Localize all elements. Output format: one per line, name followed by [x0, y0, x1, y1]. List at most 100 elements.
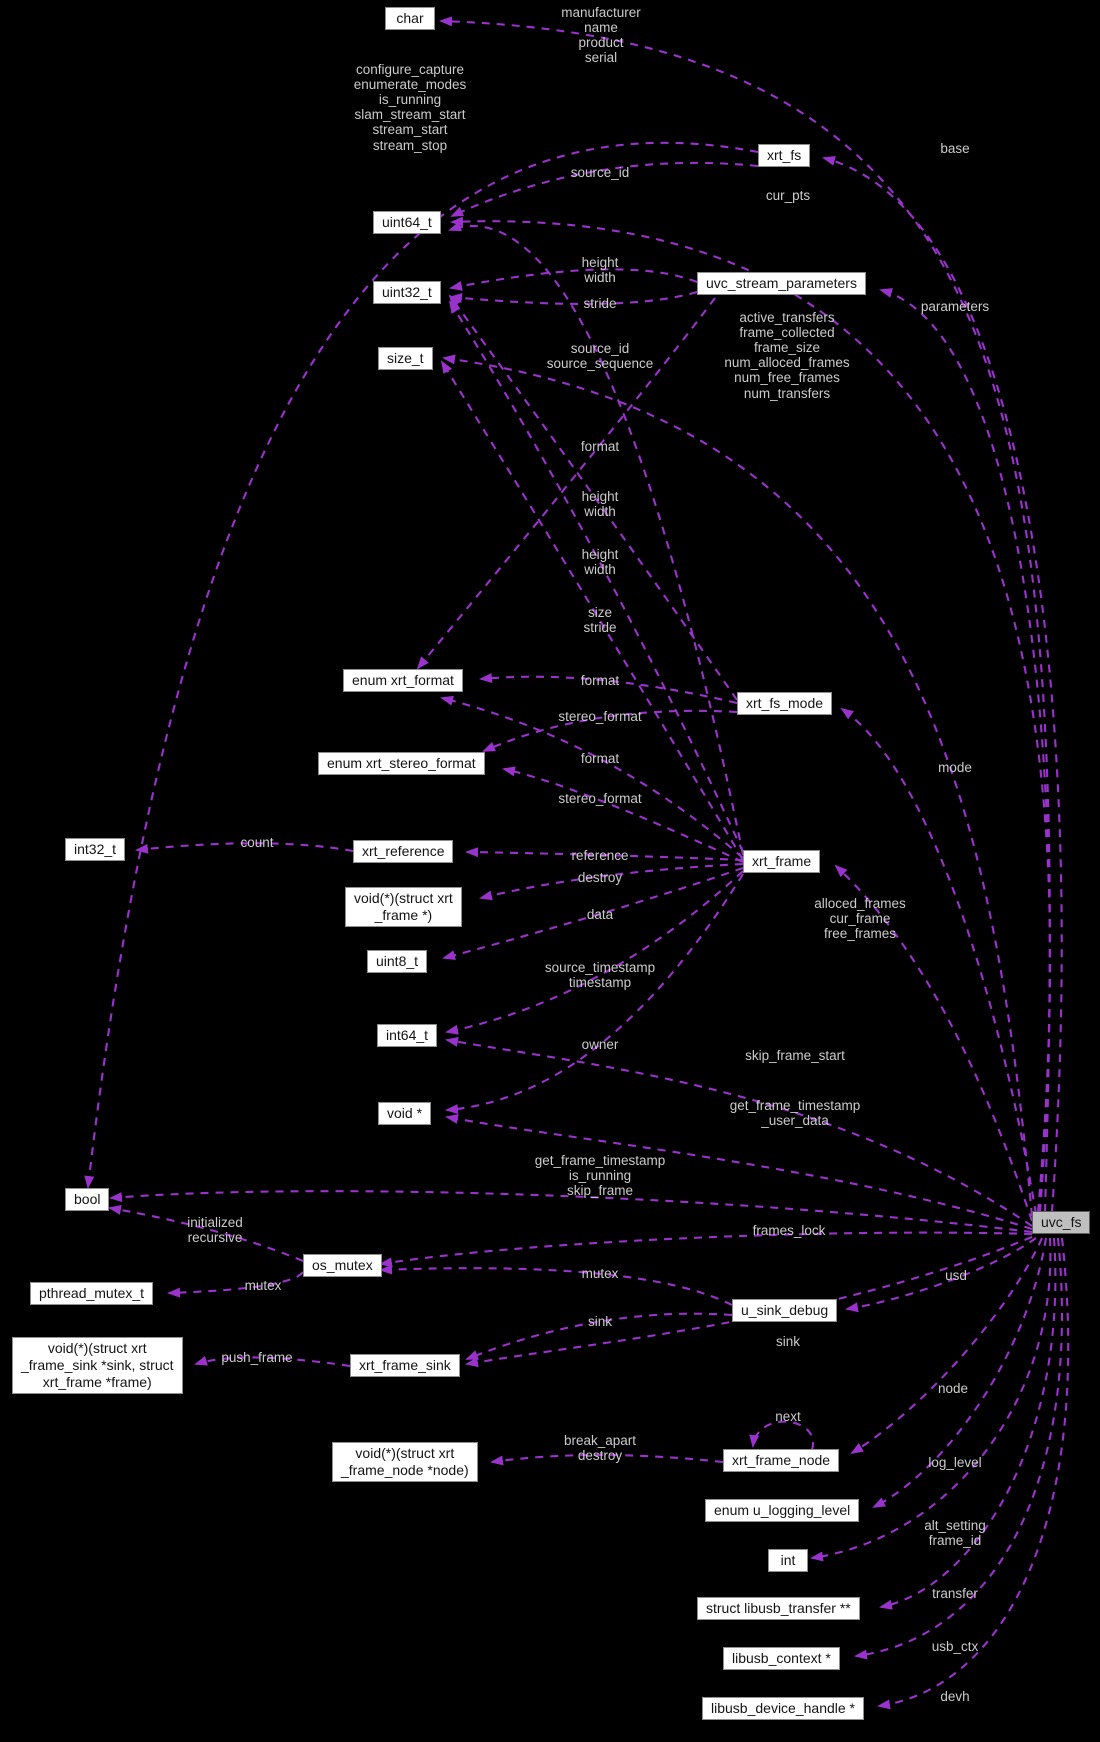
node-uvc-stream-parameters[interactable]: uvc_stream_parameters: [697, 272, 866, 296]
edge-label-sink-1: sink: [587, 1314, 613, 1329]
edge-uvcfs-loglevel: [872, 1237, 1048, 1508]
edge-label-next: next: [775, 1409, 801, 1424]
node-uint8-t[interactable]: uint8_t: [367, 950, 428, 974]
edge-label-owner: owner: [581, 1037, 619, 1052]
node-size-t[interactable]: size_t: [378, 347, 433, 371]
node-bool[interactable]: bool: [65, 1188, 110, 1212]
edge-frame-voidptr-owner: [445, 873, 744, 1115]
edge-label-skip-frame-start: skip_frame_start: [745, 1048, 845, 1063]
edge-label-height-width-2: height width: [581, 489, 619, 520]
edge-uvcfs-sizet-counts: [442, 354, 1034, 1217]
edge-uvcfs-libusbcontext: [854, 1237, 1063, 1660]
edge-framenode-breakapart: [490, 1453, 724, 1466]
edge-uvcfs-framesink: [465, 1236, 1033, 1368]
edge-label-fs-functions: configure_capture enumerate_modes is_run…: [353, 62, 467, 153]
edge-label-data: data: [586, 907, 614, 922]
edge-frame-reference: [465, 847, 744, 862]
edge-label-stereo-format-1: stereo_format: [558, 709, 642, 724]
edge-frame-uint64-sourceseq: [448, 221, 745, 856]
node-uint64-t[interactable]: uint64_t: [373, 211, 441, 235]
node-uint32-t[interactable]: uint32_t: [373, 281, 441, 305]
edge-label-format-1: format: [580, 439, 620, 454]
edge-label-frames-lock: frames_lock: [752, 1223, 826, 1238]
edge-label-transfer-fields: active_transfers frame_collected frame_s…: [724, 310, 850, 401]
edge-uvcfs-bool: [109, 1190, 1033, 1234]
edge-frame-uint8-data: [442, 867, 744, 961]
edge-uvcfs-framenode: [850, 1237, 1043, 1455]
node-enum-xrt-stereo-format[interactable]: enum xrt_stereo_format: [318, 752, 485, 776]
edge-usp-uint32-stride: [449, 290, 698, 305]
edge-label-alt-setting: alt_setting frame_id: [924, 1518, 986, 1549]
node-xrt-fs[interactable]: xrt_fs: [758, 144, 811, 168]
edge-osmutex-pthread: [167, 1271, 304, 1298]
edge-usinkdebug-framesink: [465, 1312, 733, 1360]
edge-label-source-id: source_id: [570, 165, 630, 180]
edge-uvcfs-libusbdevh: [877, 1237, 1070, 1710]
edge-label-height-width-1: height width: [581, 255, 619, 286]
edge-frame-format: [440, 695, 744, 859]
edge-uvcfs-fsmode: [840, 707, 1038, 1215]
node-uvc-fs[interactable]: uvc_fs: [1032, 1211, 1091, 1235]
edge-label-break-apart: break_apart destroy: [563, 1433, 637, 1464]
node-void-ptr[interactable]: void *: [378, 1102, 432, 1126]
edge-label-log-level: log_level: [928, 1455, 982, 1470]
edge-label-destroy: destroy: [577, 870, 623, 885]
edge-label-mode: mode: [938, 760, 972, 775]
node-xrt-fs-mode[interactable]: xrt_fs_mode: [737, 692, 833, 716]
edge-label-stereo-format-2: stereo_format: [558, 791, 642, 806]
node-struct-libusb-transfer[interactable]: struct libusb_transfer **: [697, 1597, 860, 1621]
edge-label-mutex-2: mutex: [581, 1266, 619, 1281]
edge-label-reference: reference: [571, 848, 629, 863]
node-xrt-frame-node[interactable]: xrt_frame_node: [723, 1449, 840, 1473]
edge-label-devh: devh: [940, 1689, 970, 1704]
edge-usinkdebug-osmutex: [379, 1264, 733, 1306]
edge-label-format-3: format: [580, 751, 620, 766]
edge-frame-int64-timestamps: [445, 870, 744, 1035]
edge-fsmode-format: [479, 673, 738, 705]
edge-uvcfs-usinkdebug: [845, 1237, 1037, 1313]
edge-label-transfer: transfer: [932, 1586, 978, 1601]
edge-label-source-id-sequence: source_id source_sequence: [546, 341, 654, 372]
node-libusb-device-handle[interactable]: libusb_device_handle *: [702, 1697, 864, 1721]
node-int32-t[interactable]: int32_t: [65, 838, 126, 862]
node-xrt-reference[interactable]: xrt_reference: [353, 840, 454, 864]
node-u-sink-debug[interactable]: u_sink_debug: [732, 1299, 838, 1323]
edge-frame-sizet-sizestride: [440, 360, 744, 861]
node-char[interactable]: char: [385, 7, 435, 31]
edge-label-count: count: [240, 835, 274, 850]
edge-uvcfs-osmutex-frameslock: [379, 1231, 1033, 1268]
node-enum-u-logging-level[interactable]: enum u_logging_level: [705, 1499, 860, 1523]
edge-frame-stereoformat: [502, 766, 744, 863]
edge-uvcfs-int-altsetting: [810, 1237, 1052, 1562]
node-pthread-mutex-t[interactable]: pthread_mutex_t: [30, 1282, 154, 1306]
edge-uvcfs-voidptr-userdata: [445, 1114, 1033, 1231]
node-xrt-frame[interactable]: xrt_frame: [743, 850, 821, 874]
edge-framenode-self-next: [749, 1420, 815, 1451]
edge-label-push-frame: push_frame: [221, 1350, 293, 1365]
edge-label-initialized-recursive: initialized recursive: [187, 1215, 243, 1246]
edge-frame-uint32-hw: [448, 300, 744, 853]
edge-uvcfs-int64-skipframestart: [445, 1036, 1033, 1227]
edge-osmutex-bool: [108, 1204, 304, 1262]
node-enum-xrt-format[interactable]: enum xrt_format: [343, 669, 463, 693]
edge-uvcfs-streamparams: [879, 288, 1051, 1213]
edge-label-stride: stride: [583, 296, 617, 311]
node-int64-t[interactable]: int64_t: [377, 1024, 438, 1048]
node-void-fn-xrt-frame-sink[interactable]: void(*)(struct xrt _frame_sink *sink, st…: [12, 1337, 183, 1395]
edge-label-base: base: [940, 141, 970, 156]
node-os-mutex[interactable]: os_mutex: [303, 1254, 382, 1278]
edge-label-format-2: format: [580, 673, 620, 688]
edge-usp-uint32-heightwidth: [449, 268, 698, 291]
node-libusb-context[interactable]: libusb_context *: [723, 1647, 840, 1671]
edge-xrtfs-bool-fnptrs: [84, 141, 759, 1189]
edge-label-cur-pts: cur_pts: [765, 188, 811, 203]
node-void-fn-xrt-frame[interactable]: void(*)(struct xrt _frame *): [345, 887, 462, 928]
node-int[interactable]: int: [768, 1549, 808, 1573]
edge-label-alloced-frames: alloced_frames cur_frame free_frames: [814, 896, 906, 942]
edge-label-manufacturer: manufacturer name product serial: [561, 5, 641, 66]
node-xrt-frame-sink[interactable]: xrt_frame_sink: [350, 1354, 460, 1378]
edge-label-bool-fields: get_frame_timestamp is_running skip_fram…: [534, 1153, 666, 1199]
node-void-fn-xrt-frame-node[interactable]: void(*)(struct xrt _frame_node *node): [332, 1442, 478, 1483]
